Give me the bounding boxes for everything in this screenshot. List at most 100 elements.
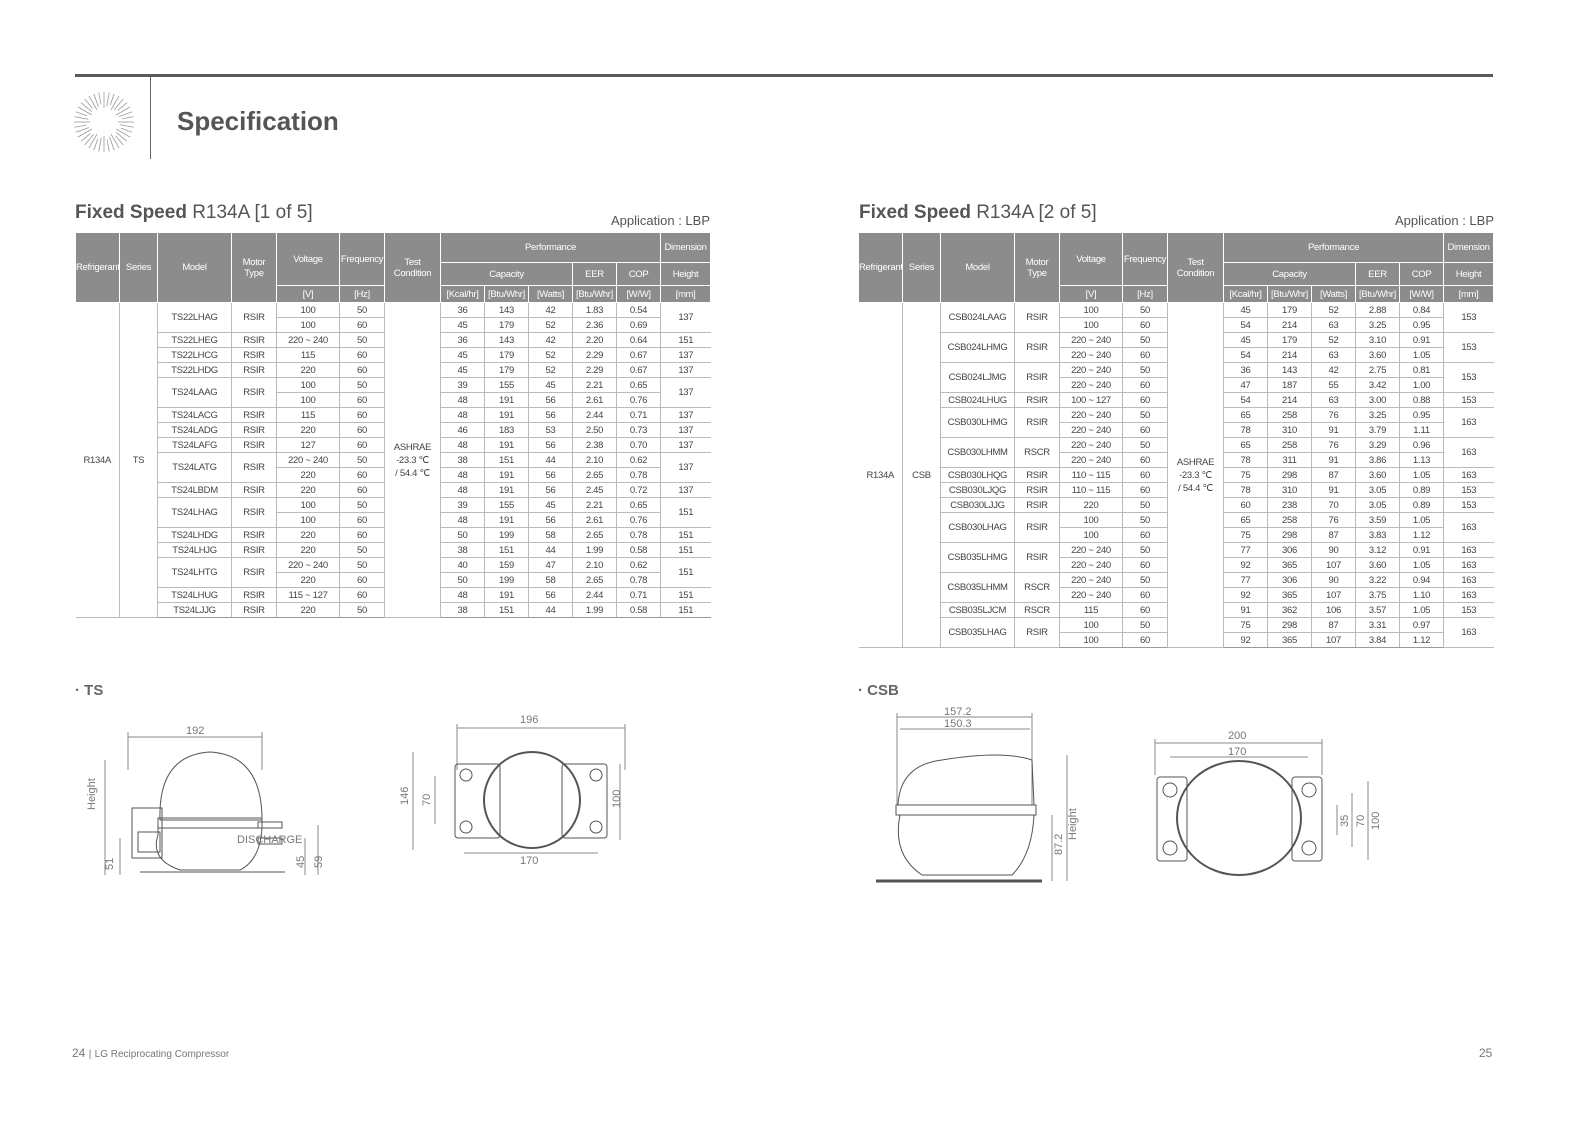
motor-type-cell: RSCR [1014,602,1060,618]
voltage-cell: 220 [276,482,340,498]
cop-cell: 1.05 [1398,467,1445,483]
frequency-cell: 60 [339,467,385,483]
eer-cell: 2.38 [572,437,617,453]
frequency-cell: 50 [1122,407,1168,423]
unit-eer: [Btu/Whr] [1355,285,1400,303]
model-cell: TS24LHTG [157,557,232,588]
btu-cell: 362 [1267,602,1312,618]
watts-cell: 42 [528,332,573,348]
btu-cell: 258 [1267,407,1312,423]
btu-cell: 191 [484,482,529,498]
motor-type-cell: RSIR [231,557,277,588]
col-height: Height [1443,262,1495,286]
btu-cell: 143 [484,332,529,348]
model-cell: CSB035LHMM [940,572,1015,603]
cop-cell: 0.81 [1398,362,1445,378]
watts-cell: 91 [1311,452,1356,468]
btu-cell: 310 [1267,422,1312,438]
voltage-cell: 100 [276,392,340,408]
watts-cell: 56 [528,512,573,528]
model-cell: CSB030LHMG [940,407,1015,438]
model-cell: TS24LHUG [157,587,232,603]
height-cell: 151 [660,587,711,603]
ts-dim-51: 51 [104,858,116,870]
ts-dim-170: 170 [520,855,538,867]
unit-cop: [W/W] [615,285,662,303]
watts-cell: 58 [528,527,573,543]
eer-cell: 2.20 [572,332,617,348]
col-cop: COP [1398,262,1445,286]
eer-cell: 3.25 [1355,407,1400,423]
height-cell: 137 [660,407,711,423]
motor-type-cell: RSIR [231,422,277,438]
height-cell: 137 [660,452,711,483]
model-cell: CSB030LHAG [940,512,1015,543]
eer-cell: 2.36 [572,317,617,333]
kcal-cell: 45 [440,347,485,363]
cop-cell: 0.71 [615,407,662,423]
csb-drawing-label: · CSB [858,682,899,699]
height-cell: 163 [1443,437,1494,468]
cop-cell: 1.05 [1398,602,1445,618]
frequency-cell: 60 [1122,602,1168,618]
model-cell: CSB024LHUG [940,392,1015,408]
refrigerant-cell: R134A [75,302,120,618]
voltage-cell: 220 ~ 240 [1059,587,1123,603]
voltage-cell: 100 [276,377,340,393]
kcal-cell: 36 [440,302,485,318]
cop-cell: 0.62 [615,452,662,468]
motor-type-cell: RSIR [231,527,277,543]
watts-cell: 91 [1311,482,1356,498]
cop-cell: 0.95 [1398,407,1445,423]
btu-cell: 155 [484,497,529,513]
cop-cell: 0.62 [615,557,662,573]
voltage-cell: 220 ~ 240 [276,332,340,348]
unit-mm: [mm] [1443,285,1495,303]
motor-type-cell: RSIR [231,482,277,498]
col-performance: Performance [439,232,662,263]
btu-cell: 258 [1267,512,1312,528]
col-series: Series [119,232,158,303]
watts-cell: 53 [528,422,573,438]
watts-cell: 56 [528,587,573,603]
unit-hz: [Hz] [339,285,385,303]
model-cell: TS24LHAG [157,497,232,528]
model-cell: TS24LHJG [157,542,232,558]
test-condition-line: / 54.4 ℃ [395,467,430,479]
model-cell: TS24LADG [157,422,232,438]
watts-cell: 70 [1311,497,1356,513]
model-cell: TS24LACG [157,407,232,423]
model-cell: CSB030LHQG [940,467,1015,483]
motor-type-cell: RSIR [231,377,277,408]
btu-cell: 214 [1267,392,1312,408]
motor-type-cell: RSIR [1014,407,1060,438]
frequency-cell: 60 [1122,422,1168,438]
ts-dim-100: 100 [611,790,623,808]
model-cell: CSB024LAAG [940,302,1015,333]
cop-cell: 0.71 [615,587,662,603]
motor-type-cell: RSIR [231,587,277,603]
unit-kcal: [Kcal/hr] [1223,285,1268,303]
motor-type-cell: RSIR [1014,542,1060,573]
frequency-cell: 50 [339,602,385,618]
voltage-cell: 110 ~ 115 [1059,482,1123,498]
eer-cell: 3.29 [1355,437,1400,453]
kcal-cell: 45 [440,362,485,378]
kcal-cell: 77 [1223,542,1268,558]
motor-type-cell: RSIR [231,302,277,333]
height-cell: 137 [660,437,711,453]
eer-cell: 3.22 [1355,572,1400,588]
watts-cell: 107 [1311,557,1356,573]
cop-cell: 0.72 [615,482,662,498]
voltage-cell: 220 ~ 240 [276,452,340,468]
frequency-cell: 50 [1122,437,1168,453]
